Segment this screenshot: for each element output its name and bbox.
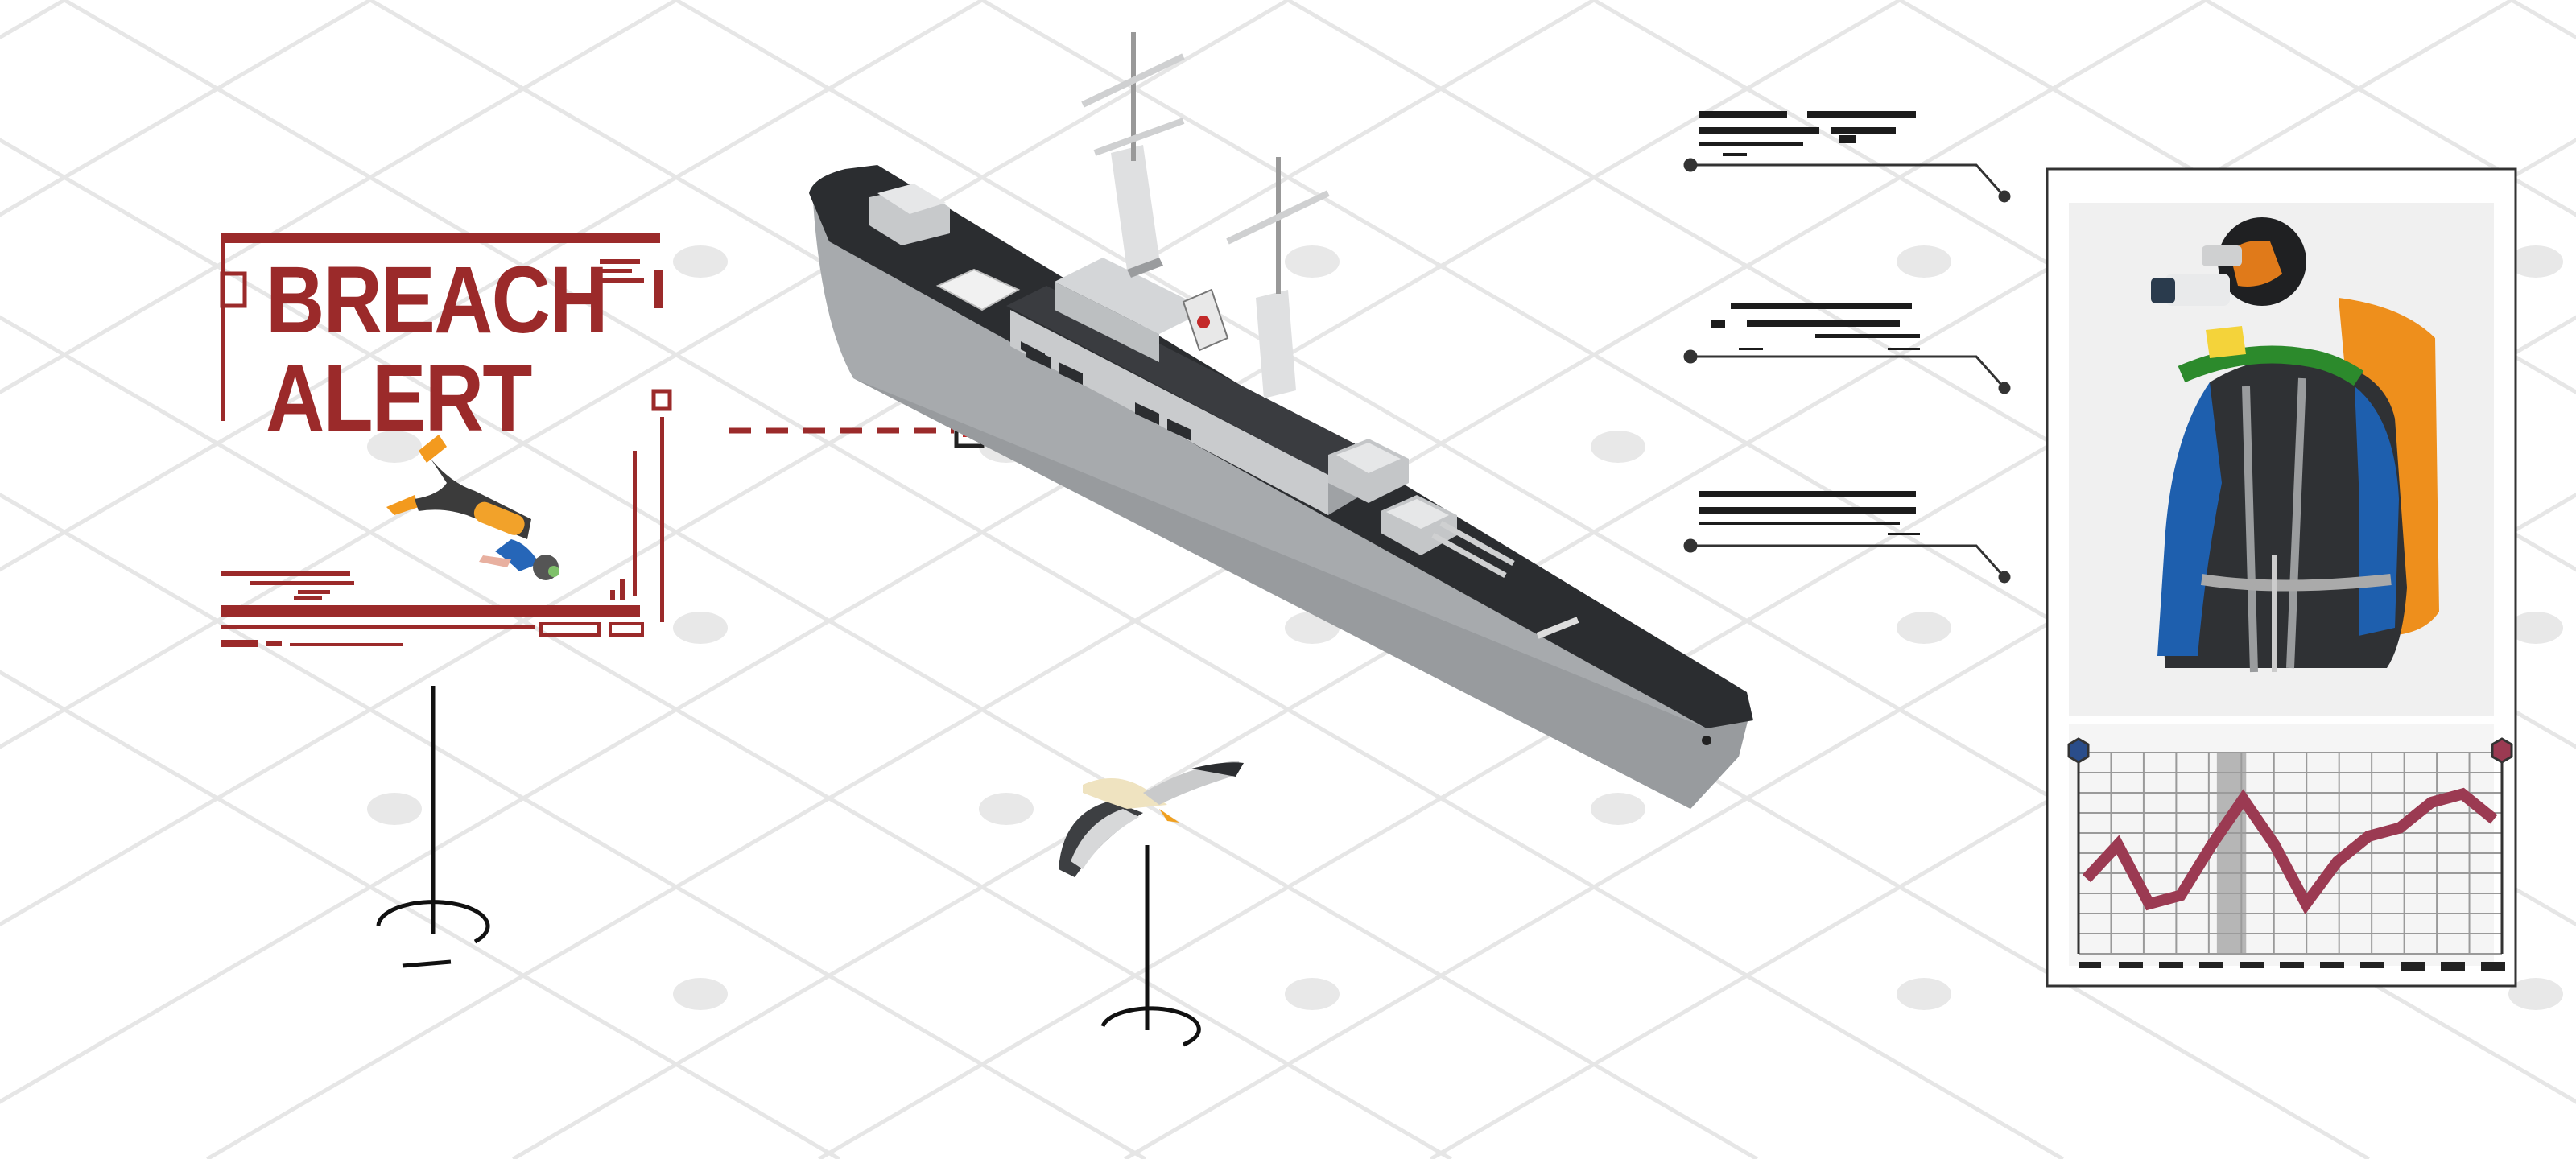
- grid-node: [673, 978, 728, 1010]
- grid-node: [673, 612, 728, 644]
- chart-tick: [2199, 962, 2223, 968]
- chart-series-line: [2082, 787, 2498, 915]
- seagull-pole: [1100, 845, 1201, 1047]
- grid-node: [1591, 431, 1645, 463]
- grid-node: [367, 793, 422, 825]
- grid-line: [0, 0, 984, 572]
- chart-tick: [2280, 962, 2304, 968]
- chart-tick: [2481, 962, 2505, 971]
- chart-tick: [2401, 962, 2425, 971]
- grid-node: [1897, 612, 1951, 644]
- grid-line: [0, 0, 1596, 927]
- chart-tick: [2119, 962, 2143, 968]
- alert-title-line1: BREACH: [266, 247, 609, 353]
- seagull-icon: [1059, 761, 1244, 877]
- info-connector-2: [1683, 349, 2011, 394]
- grid-line: [0, 670, 841, 1159]
- grid-line: [0, 492, 1147, 1159]
- grid-node: [1897, 245, 1951, 278]
- alert-title: BREACH ALERT: [266, 247, 609, 452]
- chart-tick: [2240, 962, 2264, 968]
- grid-node: [2508, 245, 2563, 278]
- info-block-2: [1711, 303, 1920, 350]
- grid-node: [1591, 793, 1645, 825]
- chart-tick: [2320, 962, 2344, 968]
- alert-title-line2: ALERT: [266, 345, 532, 452]
- chart-tick: [2360, 962, 2384, 968]
- grid-node: [2508, 612, 2563, 644]
- scuba-diver-icon: [386, 435, 559, 580]
- grid-node: [673, 245, 728, 278]
- grid-line: [205, 0, 2207, 1159]
- chart-tick: [2079, 962, 2101, 968]
- grid-line: [63, 0, 2065, 1159]
- chart-highlight-band: [2216, 753, 2247, 954]
- grid-node: [1285, 245, 1340, 278]
- grid-line: [0, 138, 1759, 1159]
- chart-left-marker: [2067, 737, 2090, 954]
- grid-node: [979, 793, 1034, 825]
- alert-pole: [376, 686, 490, 968]
- grid-line: [2204, 0, 2576, 217]
- chart-tick: [2441, 962, 2465, 971]
- chart-right-marker: [2491, 737, 2513, 954]
- grid-line: [0, 0, 1901, 1104]
- grid-node: [1285, 978, 1340, 1010]
- grid-node: [2508, 978, 2563, 1010]
- chart-x-ticks: [2079, 962, 2505, 971]
- info-block-1: [1699, 111, 1916, 156]
- grid-node: [1897, 978, 1951, 1010]
- chart-tick: [2159, 962, 2183, 968]
- grid-line: [0, 315, 1453, 1159]
- warship-icon[interactable]: [809, 32, 1753, 809]
- depth-line-chart: [2067, 737, 2513, 971]
- grid-line: [0, 0, 1290, 749]
- grid-line: [980, 0, 2576, 927]
- diving-suit-icon: [2151, 217, 2439, 673]
- breach-alert-panel[interactable]: [220, 233, 672, 647]
- grid-line: [0, 0, 678, 395]
- info-connector-3: [1683, 538, 2011, 584]
- grid-line: [1592, 0, 2576, 572]
- grid-line: [0, 0, 372, 217]
- info-block-3: [1699, 491, 1920, 535]
- info-connector-1: [1683, 158, 2011, 203]
- grid-node: [367, 431, 422, 463]
